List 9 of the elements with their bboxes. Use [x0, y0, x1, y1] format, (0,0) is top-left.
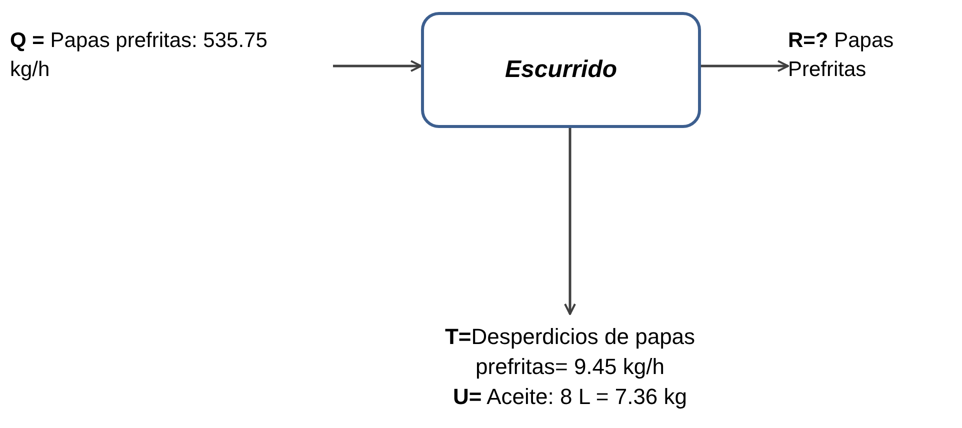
stream-label: U= Aceite: 8 L = 7.36 kg — [452, 383, 688, 411]
process-box — [421, 12, 701, 128]
arrow — [333, 60, 422, 72]
stream-label: T=Desperdicios de papas prefritas= 9.45 kg/h — [444, 323, 696, 381]
stream-label: R=? Papas Prefritas — [788, 28, 895, 83]
arrow — [564, 128, 576, 315]
stream-label: Q = Papas prefritas: 535.75 kg/h — [10, 28, 268, 83]
arrow — [701, 60, 789, 72]
process-label: Escurrido — [504, 55, 618, 85]
